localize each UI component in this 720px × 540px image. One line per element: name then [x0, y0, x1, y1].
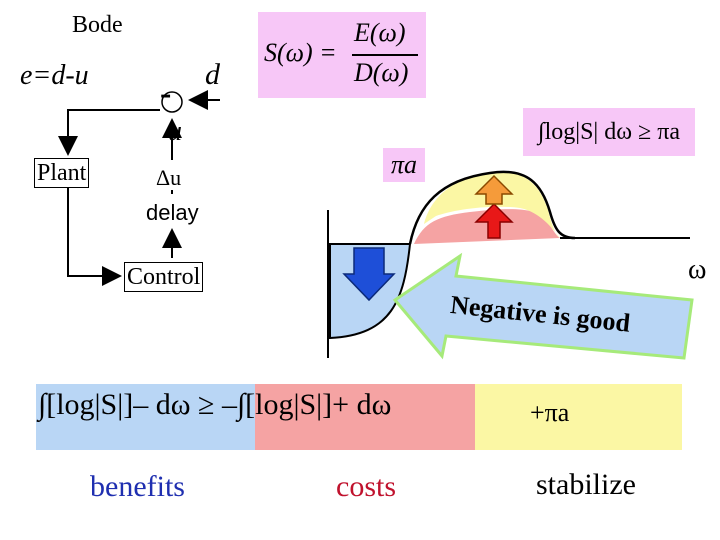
- sensitivity-curve: [408, 170, 576, 245]
- cost-up-arrow: [474, 202, 514, 239]
- integral-constraint-box: ∫log|S| dω ≥ πa: [523, 108, 695, 156]
- sensitivity-denominator: D(ω): [354, 58, 409, 87]
- sensitivity-equation-box: S(ω) = E(ω) D(ω): [258, 12, 426, 98]
- benefits-band: [36, 384, 255, 450]
- delay-label: delay: [146, 200, 199, 225]
- stabilize-term: +πa: [530, 398, 570, 427]
- error-label: e=d-u: [20, 60, 89, 91]
- benefits-label: benefits: [90, 470, 185, 503]
- sensitivity-lhs: S(ω) =: [264, 38, 337, 67]
- cost-region: [414, 209, 560, 244]
- block-diagram-wires: [58, 90, 220, 286]
- costs-band: [255, 384, 475, 450]
- negative-is-good-arrow: [392, 252, 694, 360]
- stabilize-up-arrow: [474, 174, 514, 205]
- benefits-costs-inequality: ∫[log|S|]– dω ≥ –∫[log|S|]+ dω: [38, 388, 392, 421]
- disturbance-label: d: [205, 58, 220, 91]
- pi-a-box: πa: [383, 148, 425, 182]
- control-block: Control: [124, 262, 204, 292]
- sensitivity-numerator: E(ω): [354, 18, 406, 47]
- stabilize-band: [475, 384, 682, 450]
- minus-sign: -: [160, 75, 172, 112]
- summing-junction: [161, 91, 183, 113]
- omega-axis-label: ω: [688, 254, 707, 285]
- stabilize-label: stabilize: [536, 468, 636, 501]
- bode-title: Bode: [72, 12, 123, 38]
- benefit-down-arrow: [342, 247, 396, 302]
- control-signal-label: u: [168, 116, 182, 147]
- costs-label: costs: [336, 470, 396, 503]
- fraction-bar: [352, 54, 418, 56]
- delta-u-label: Δu: [156, 165, 182, 190]
- plant-block: Plant: [34, 158, 90, 188]
